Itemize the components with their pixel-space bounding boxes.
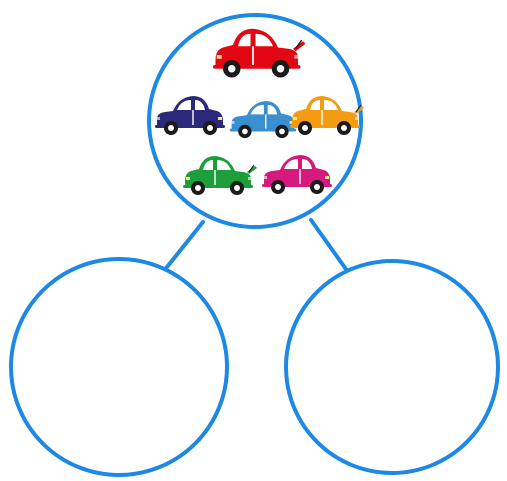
connector-left — [163, 222, 203, 272]
right-part-circle — [286, 261, 498, 473]
connector-right — [311, 220, 348, 272]
left-part-circle — [11, 259, 227, 475]
